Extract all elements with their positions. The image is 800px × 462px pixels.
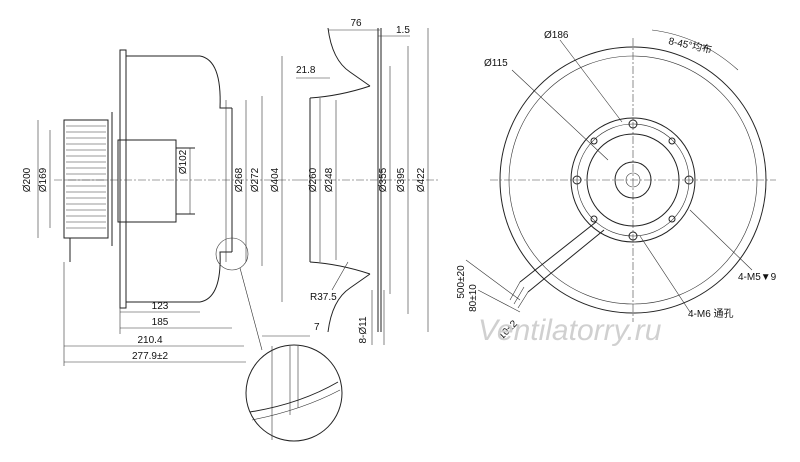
dim-d260: Ø260 [308, 167, 319, 192]
detail-circle [245, 344, 343, 442]
dim-w76: 76 [350, 18, 362, 29]
mount-hole [628, 119, 638, 129]
dim-d186: Ø186 [544, 30, 569, 41]
dim-d272: Ø272 [250, 167, 261, 192]
mount-hole [628, 231, 638, 241]
mount-hole [572, 175, 582, 185]
dim-l123: 123 [152, 301, 169, 312]
dim-m6: 4-M6 通孔 [688, 308, 734, 320]
dim-m5: 4-M5▼9 [738, 272, 777, 283]
dim-angle: 8-45°均布 [667, 35, 713, 56]
blade-top [199, 55, 232, 109]
front-view: Ø186 Ø115 8-45°均布 4-M5▼9 4-M6 通孔 500±20 … [456, 29, 777, 342]
dim-holes: 8-Ø11 [358, 316, 369, 343]
motor-fins [66, 125, 106, 229]
dim-d169: Ø169 [38, 167, 49, 192]
mount-hole [684, 175, 694, 185]
dim-l277: 277.9±2 [132, 351, 169, 362]
dim-d395: Ø395 [396, 167, 407, 192]
side-view: Ø200 Ø169 Ø102 Ø268 Ø272 Ø404 123 185 21… [22, 49, 300, 366]
watermark: Ventilatorry.ru [478, 314, 662, 347]
blade-bottom [199, 251, 232, 303]
dim-detail-7: 7 [314, 322, 320, 333]
dim-c80: 80±10 [468, 284, 479, 312]
mount-hole [668, 137, 676, 145]
inlet-ring-view: 76 1.5 21.8 Ø260 Ø248 Ø355 Ø395 Ø422 R37… [296, 18, 440, 345]
dim-d355: Ø355 [378, 167, 389, 192]
motor-hub-outer [570, 117, 696, 243]
dim-d268: Ø268 [234, 167, 245, 192]
mount-hole [590, 215, 598, 223]
dim-d248: Ø248 [324, 167, 335, 192]
ring-profile-top [327, 27, 371, 87]
impeller-backplate [119, 49, 127, 309]
dim-d200: Ø200 [22, 167, 33, 192]
detail-marker [215, 237, 249, 271]
dim-cable-length: 500±20 [456, 265, 467, 299]
detail-view: 7 [245, 322, 343, 442]
dim-w218: 21.8 [296, 65, 316, 76]
ring-profile-bottom [327, 273, 371, 333]
mount-hole [590, 137, 598, 145]
dim-d404: Ø404 [270, 167, 281, 192]
dim-d115: Ø115 [484, 58, 508, 69]
motor-hub-inner [586, 133, 680, 227]
dim-t15: 1.5 [396, 25, 410, 36]
motor-body [117, 139, 177, 223]
dim-d102: Ø102 [178, 149, 189, 174]
dim-l185: 185 [152, 317, 169, 328]
motor-shaft [614, 161, 652, 199]
mount-hole [668, 215, 676, 223]
cable [519, 221, 597, 283]
dim-r375: R37.5 [310, 292, 337, 303]
dim-d422: Ø422 [416, 167, 427, 192]
dim-l210: 210.4 [137, 335, 162, 346]
